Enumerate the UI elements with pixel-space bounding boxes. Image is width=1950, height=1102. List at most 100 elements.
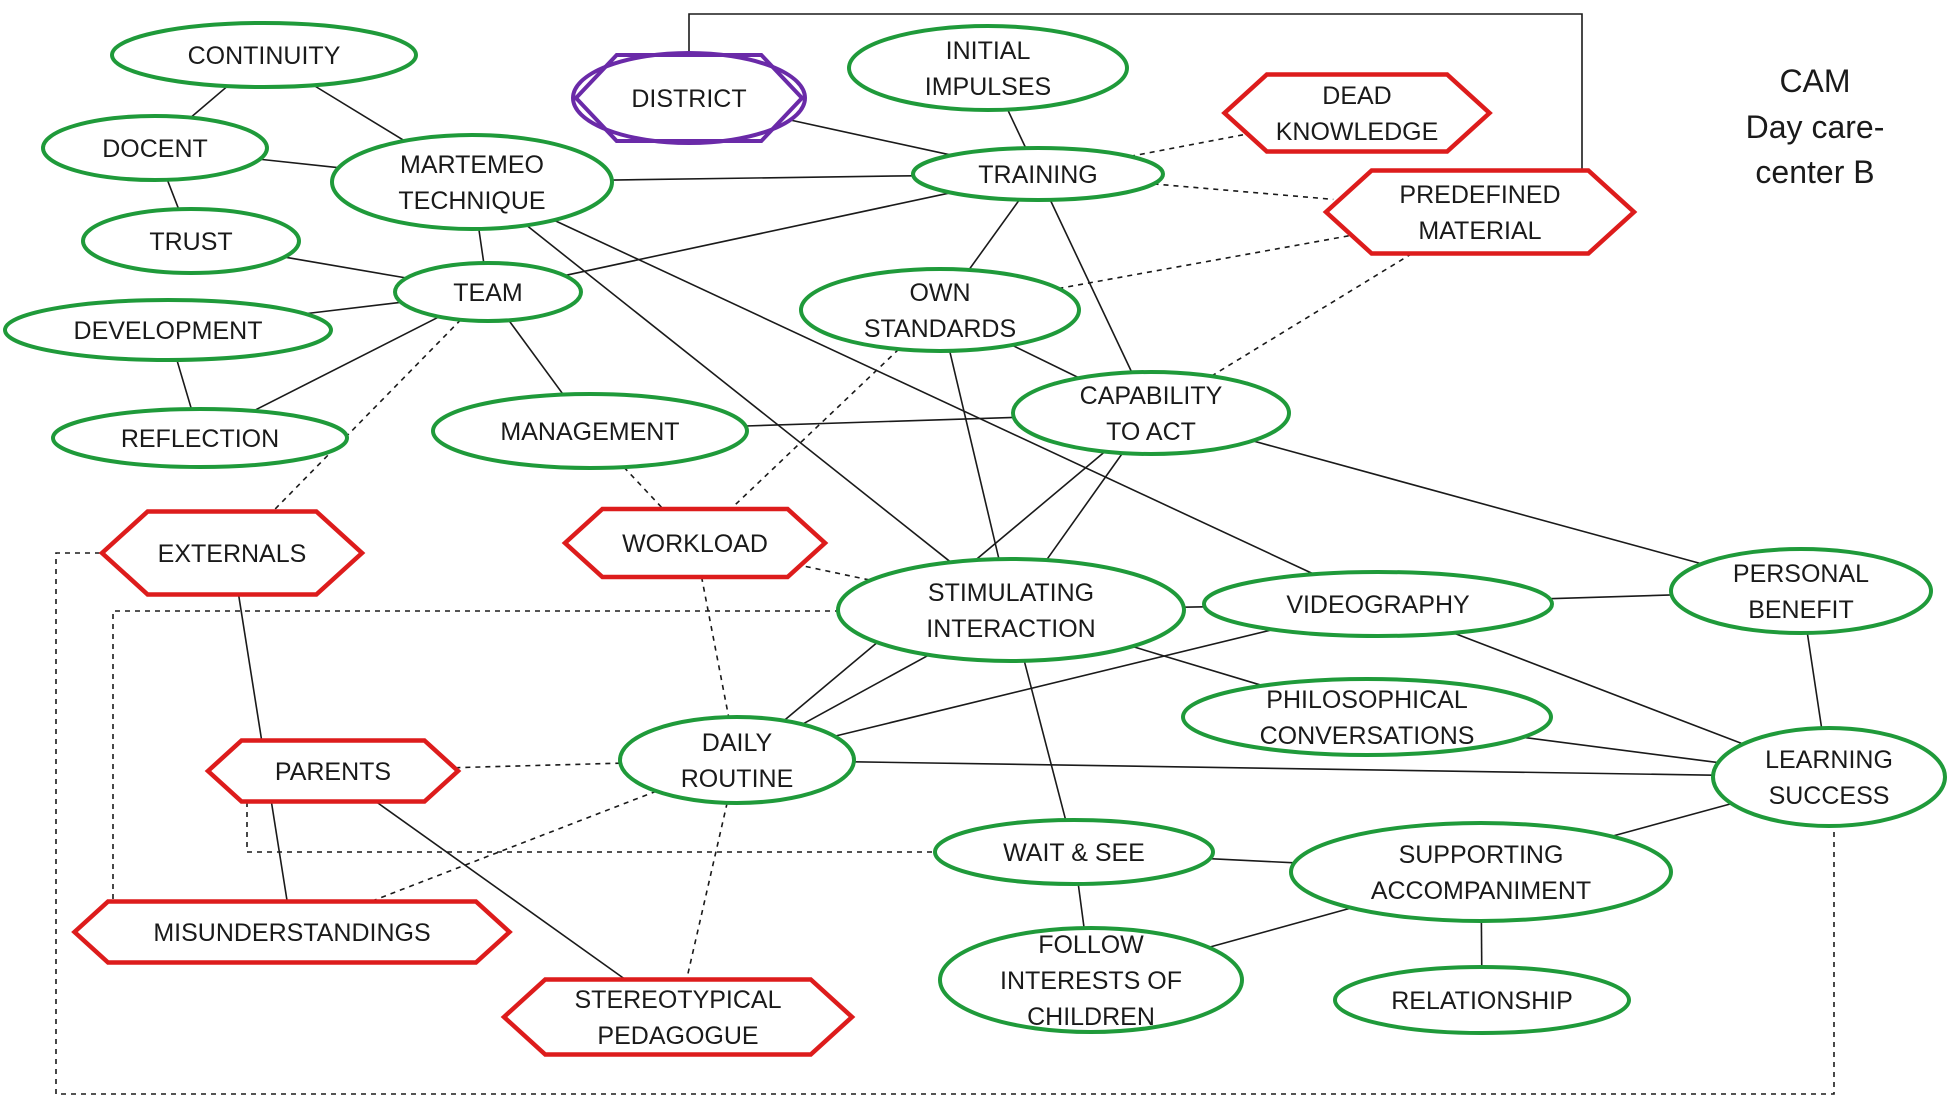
edge-continuity-docent: [190, 85, 229, 119]
node-training-ellipse: [911, 146, 1165, 202]
edge-videography-daily: [834, 628, 1274, 738]
node-stimulating-ellipse: [836, 557, 1186, 663]
node-wait-ellipse: [933, 818, 1215, 886]
node-training: TRAINING: [911, 146, 1165, 202]
node-reflection: REFLECTION: [51, 407, 349, 469]
node-relationship: RELATIONSHIP: [1333, 965, 1631, 1035]
node-own-label: OWN: [909, 279, 970, 307]
node-training-label: TRAINING: [978, 161, 1097, 189]
node-district-label: DISTRICT: [631, 85, 746, 113]
node-development-label: DEVELOPMENT: [74, 317, 263, 345]
edge-development-team: [304, 301, 402, 315]
node-reflection-ellipse: [51, 407, 349, 469]
edge-videography-personal: [1549, 594, 1672, 600]
node-district: DISTRICT: [571, 51, 807, 145]
node-workload-hexagon: [561, 506, 829, 580]
node-misunderstandings-label: MISUNDERSTANDINGS: [153, 919, 430, 947]
node-own-label: STANDARDS: [864, 315, 1016, 343]
title-line-3: center B: [1755, 154, 1874, 190]
edge-reflection-team: [252, 315, 440, 412]
node-team: TEAM: [393, 261, 583, 323]
edge-workload-daily: [700, 576, 730, 718]
node-philosophical-label: PHILOSOPHICAL: [1266, 686, 1468, 714]
edge-daily-misunderstandings: [365, 790, 657, 905]
node-follow-ellipse: [938, 926, 1244, 1034]
node-docent-label: DOCENT: [102, 135, 208, 163]
node-relationship-label: RELATIONSHIP: [1391, 987, 1573, 1015]
edge-parents-wait: [246, 802, 936, 853]
edge-district-training: [789, 119, 952, 156]
node-predefined-hexagon: [1322, 168, 1638, 256]
node-philosophical-ellipse: [1181, 677, 1553, 757]
node-parents-label: PARENTS: [275, 758, 391, 786]
node-philosophical: PHILOSOPHICAL CONVERSATIONS: [1181, 677, 1553, 757]
node-externals: EXTERNALS: [98, 509, 366, 597]
edges-layer: [55, 13, 1835, 1095]
node-personal-label: PERSONAL: [1733, 560, 1869, 588]
edge-training-dead: [1129, 133, 1247, 158]
node-videography-label: VIDEOGRAPHY: [1286, 591, 1470, 619]
node-follow-label: INTERESTS OF: [1000, 967, 1182, 995]
node-parents: PARENTS: [204, 738, 462, 804]
node-development: DEVELOPMENT: [3, 298, 333, 362]
edge-martemeo-training: [611, 174, 914, 181]
nodes-layer: CONTINUITYDOCENTMARTEMEOTECHNIQUETRUSTTE…: [3, 21, 1947, 1057]
node-reflection-label: REFLECTION: [121, 425, 279, 453]
node-stereotypical-label: STEREOTYPICAL: [575, 986, 782, 1014]
node-team-label: TEAM: [453, 279, 522, 307]
node-wait: WAIT & SEE: [933, 818, 1215, 886]
node-workload: WORKLOAD: [561, 506, 829, 580]
node-predefined-label: PREDEFINED: [1399, 181, 1560, 209]
node-own: OWN STANDARDS: [799, 267, 1081, 353]
edge-trust-team: [284, 256, 407, 279]
node-parents-hexagon: [204, 738, 462, 804]
edge-own-stimulating: [948, 350, 1000, 560]
node-misunderstandings: MISUNDERSTANDINGS: [71, 899, 513, 965]
edge-development-reflection: [176, 359, 193, 410]
node-martemeo-label: MARTEMEO: [400, 151, 544, 179]
edge-martemeo-stimulating: [526, 224, 952, 563]
node-development-ellipse: [3, 298, 333, 362]
edge-management-workload: [623, 466, 665, 511]
edge-parents-stereotypical: [373, 799, 629, 982]
node-martemeo-ellipse: [330, 133, 614, 231]
edge-stimulating-misunderstandings: [112, 610, 840, 905]
edge-stimulating-daily: [801, 654, 930, 726]
node-follow-label: CHILDREN: [1027, 1003, 1155, 1031]
node-initial-label: IMPULSES: [925, 73, 1051, 101]
node-martemeo-label: TECHNIQUE: [398, 187, 545, 215]
node-capability-label: TO ACT: [1106, 418, 1196, 446]
edge-training-predefined: [1153, 183, 1334, 201]
node-docent: DOCENT: [41, 114, 269, 182]
edge-own-predefined: [1058, 234, 1353, 290]
node-stimulating-label: INTERACTION: [926, 615, 1095, 643]
node-learning-label: LEARNING: [1765, 746, 1893, 774]
edge-supporting-learning: [1611, 802, 1732, 838]
node-team-ellipse: [393, 261, 583, 323]
node-martemeo: MARTEMEO TECHNIQUE: [330, 133, 614, 231]
edge-personal-learning: [1806, 632, 1823, 729]
node-philosophical-label: CONVERSATIONS: [1260, 722, 1475, 750]
node-dead-label: DEAD: [1322, 82, 1391, 110]
edge-own-capability: [1011, 344, 1080, 379]
node-daily-ellipse: [618, 715, 856, 805]
node-workload-label: WORKLOAD: [622, 530, 768, 558]
node-daily-label: DAILY: [702, 729, 773, 757]
node-own-ellipse: [799, 267, 1081, 353]
node-trust-ellipse: [81, 207, 301, 275]
title-line-1: CAM: [1779, 63, 1850, 99]
edge-capability-personal: [1252, 440, 1703, 565]
edge-workload-stimulating: [795, 563, 871, 582]
edge-capability-predefined: [1210, 249, 1419, 377]
edge-district-predefined: [688, 13, 1583, 172]
edge-initial-training: [1006, 109, 1027, 149]
node-capability-ellipse: [1011, 370, 1291, 456]
edge-supporting-follow: [1208, 907, 1352, 949]
